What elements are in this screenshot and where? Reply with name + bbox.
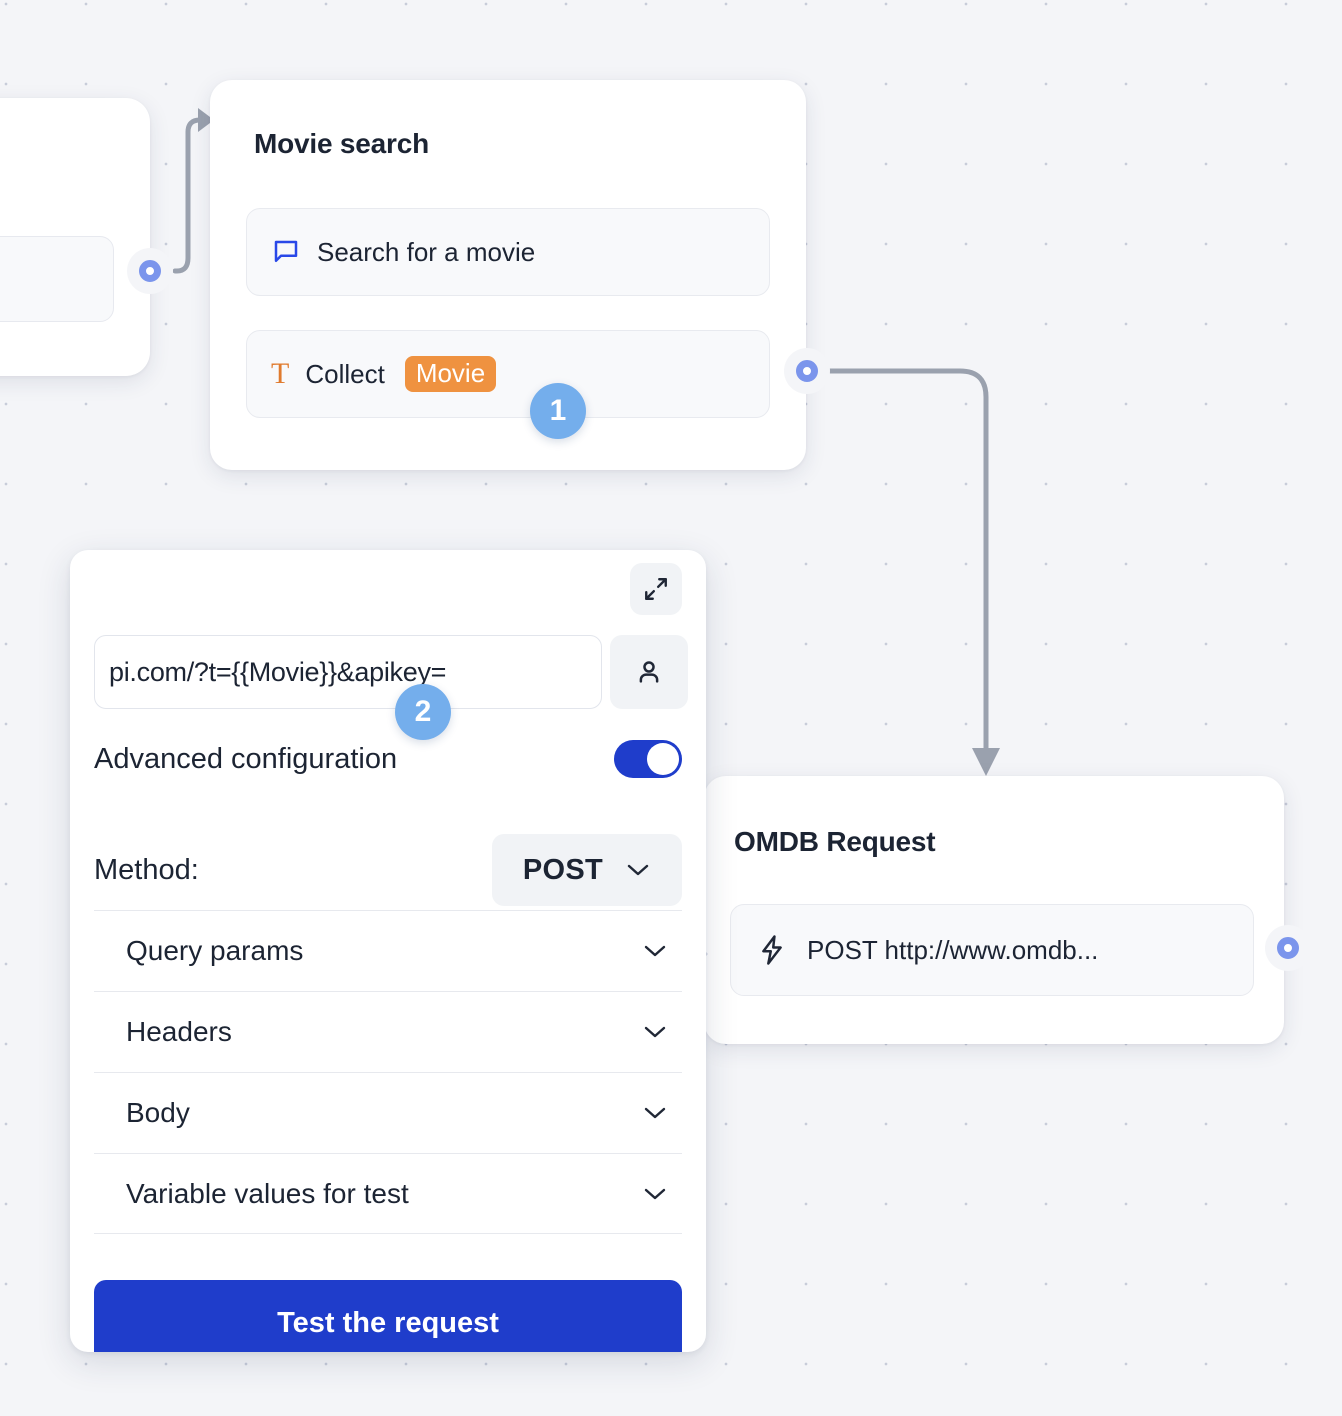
movie-search-node[interactable]: Movie search Search for a movie T Collec… [210,80,806,470]
step-badge-1: 1 [530,383,586,439]
config-sections: Query params Headers Body Variable value… [94,910,682,1234]
section-variable-values-for-test-label: Variable values for test [126,1177,409,1209]
section-body[interactable]: Body [94,1072,682,1153]
advanced-configuration-label: Advanced configuration [94,742,398,775]
advanced-configuration-row[interactable]: Advanced configuration [94,740,682,778]
port-omdb-request-output[interactable] [1265,925,1311,971]
step-row-search[interactable]: Search for a movie [246,208,770,296]
section-headers-label: Headers [126,1016,232,1047]
advanced-configuration-toggle[interactable] [614,740,682,778]
method-value: POST [522,853,604,886]
omdb-request-node[interactable]: OMDB Request POST http://www.omdb... [694,776,1284,1044]
chevron-down-icon[interactable] [640,1104,670,1122]
omdb-request-row-label: POST http://www.omdb... [807,934,1099,965]
port-partial-node-output[interactable] [127,248,173,294]
section-headers[interactable]: Headers [94,991,682,1072]
expand-panel-button[interactable] [630,563,682,615]
url-input-group[interactable]: pi.com/?t={{Movie}}&apikey= [94,635,688,709]
expand-diagonal-icon [643,576,669,602]
test-the-request-button[interactable]: Test the request [94,1280,682,1352]
text-t-icon: T [271,357,290,390]
partial-node-card[interactable] [0,98,150,376]
variable-pill-movie[interactable]: Movie [404,355,497,393]
person-icon [634,657,664,687]
section-query-params-label: Query params [126,935,304,966]
request-config-panel[interactable]: pi.com/?t={{Movie}}&apikey= Advanced con… [70,550,706,1352]
chevron-down-icon[interactable] [640,1023,670,1041]
chevron-down-icon[interactable] [640,1185,670,1203]
step-row-collect[interactable]: T Collect Movie [246,330,770,418]
method-row[interactable]: Method: POST [94,834,682,906]
port-movie-search-output[interactable] [784,348,830,394]
chevron-down-icon [625,862,651,878]
method-label: Method: [94,853,199,886]
omdb-request-row[interactable]: POST http://www.omdb... [730,904,1254,996]
omdb-node-title: OMDB Request [734,826,936,857]
speech-bubble-icon [271,237,301,267]
partial-node-row[interactable] [0,236,114,322]
page-title: Movie search [254,128,430,159]
step-row-collect-label: Collect [305,358,385,389]
lightning-bolt-icon [757,934,787,966]
step-row-search-label: Search for a movie [317,236,536,267]
section-body-label: Body [126,1097,190,1128]
method-select[interactable]: POST [492,834,682,906]
chevron-down-icon[interactable] [640,942,670,960]
url-input[interactable]: pi.com/?t={{Movie}}&apikey= [94,635,602,709]
user-credentials-button[interactable] [610,635,688,709]
section-variable-values-for-test[interactable]: Variable values for test [94,1153,682,1234]
step-badge-2: 2 [395,684,451,740]
toggle-knob [647,743,679,775]
section-query-params[interactable]: Query params [94,910,682,991]
